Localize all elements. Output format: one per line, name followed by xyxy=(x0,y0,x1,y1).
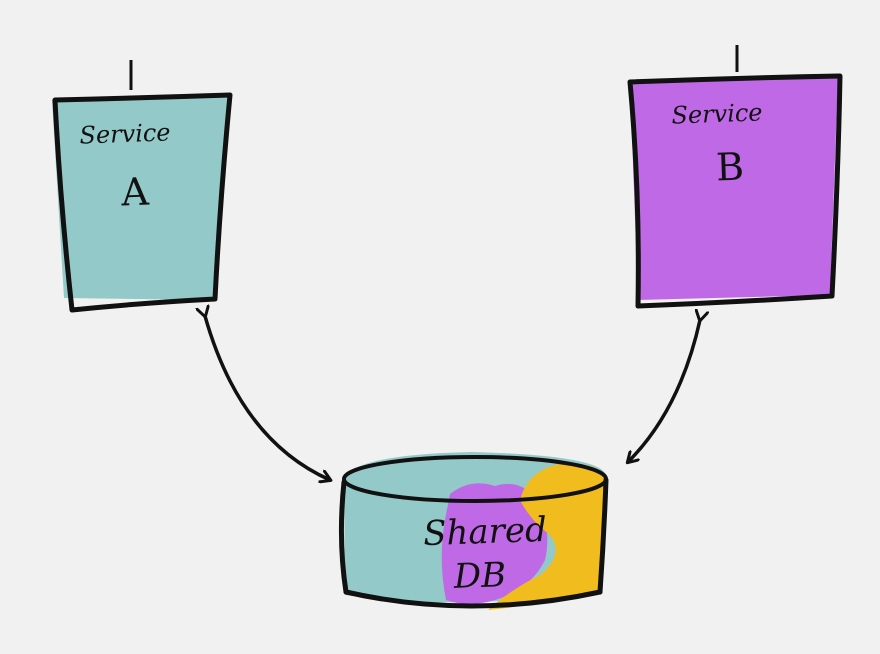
arrow-service-b-db xyxy=(628,320,700,462)
arrow-b-line xyxy=(628,320,700,462)
shared-db-label-line2: DB xyxy=(453,555,507,597)
db-bottom-edge xyxy=(343,589,603,609)
service-a-node xyxy=(52,60,233,313)
service-a-label-line1: Service xyxy=(79,118,171,150)
db-right-edge xyxy=(597,477,609,595)
service-b-label-line1: Service xyxy=(671,98,763,130)
shared-db-label-line1: Shared xyxy=(422,509,548,555)
arrow-a-line xyxy=(205,316,330,480)
db-fill-purple xyxy=(441,483,548,604)
service-b-label-line2: B xyxy=(715,144,745,190)
service-a-border xyxy=(52,92,233,313)
shared-db-node xyxy=(338,452,609,610)
service-a-label-line2: A xyxy=(120,169,150,215)
service-b-border xyxy=(627,73,843,309)
service-b-fill xyxy=(630,76,838,300)
service-a-fill xyxy=(52,96,228,300)
db-fill-yellow xyxy=(488,463,606,610)
service-b-node xyxy=(627,45,843,309)
db-left-edge xyxy=(338,479,349,595)
arrow-service-a-db xyxy=(205,316,330,480)
